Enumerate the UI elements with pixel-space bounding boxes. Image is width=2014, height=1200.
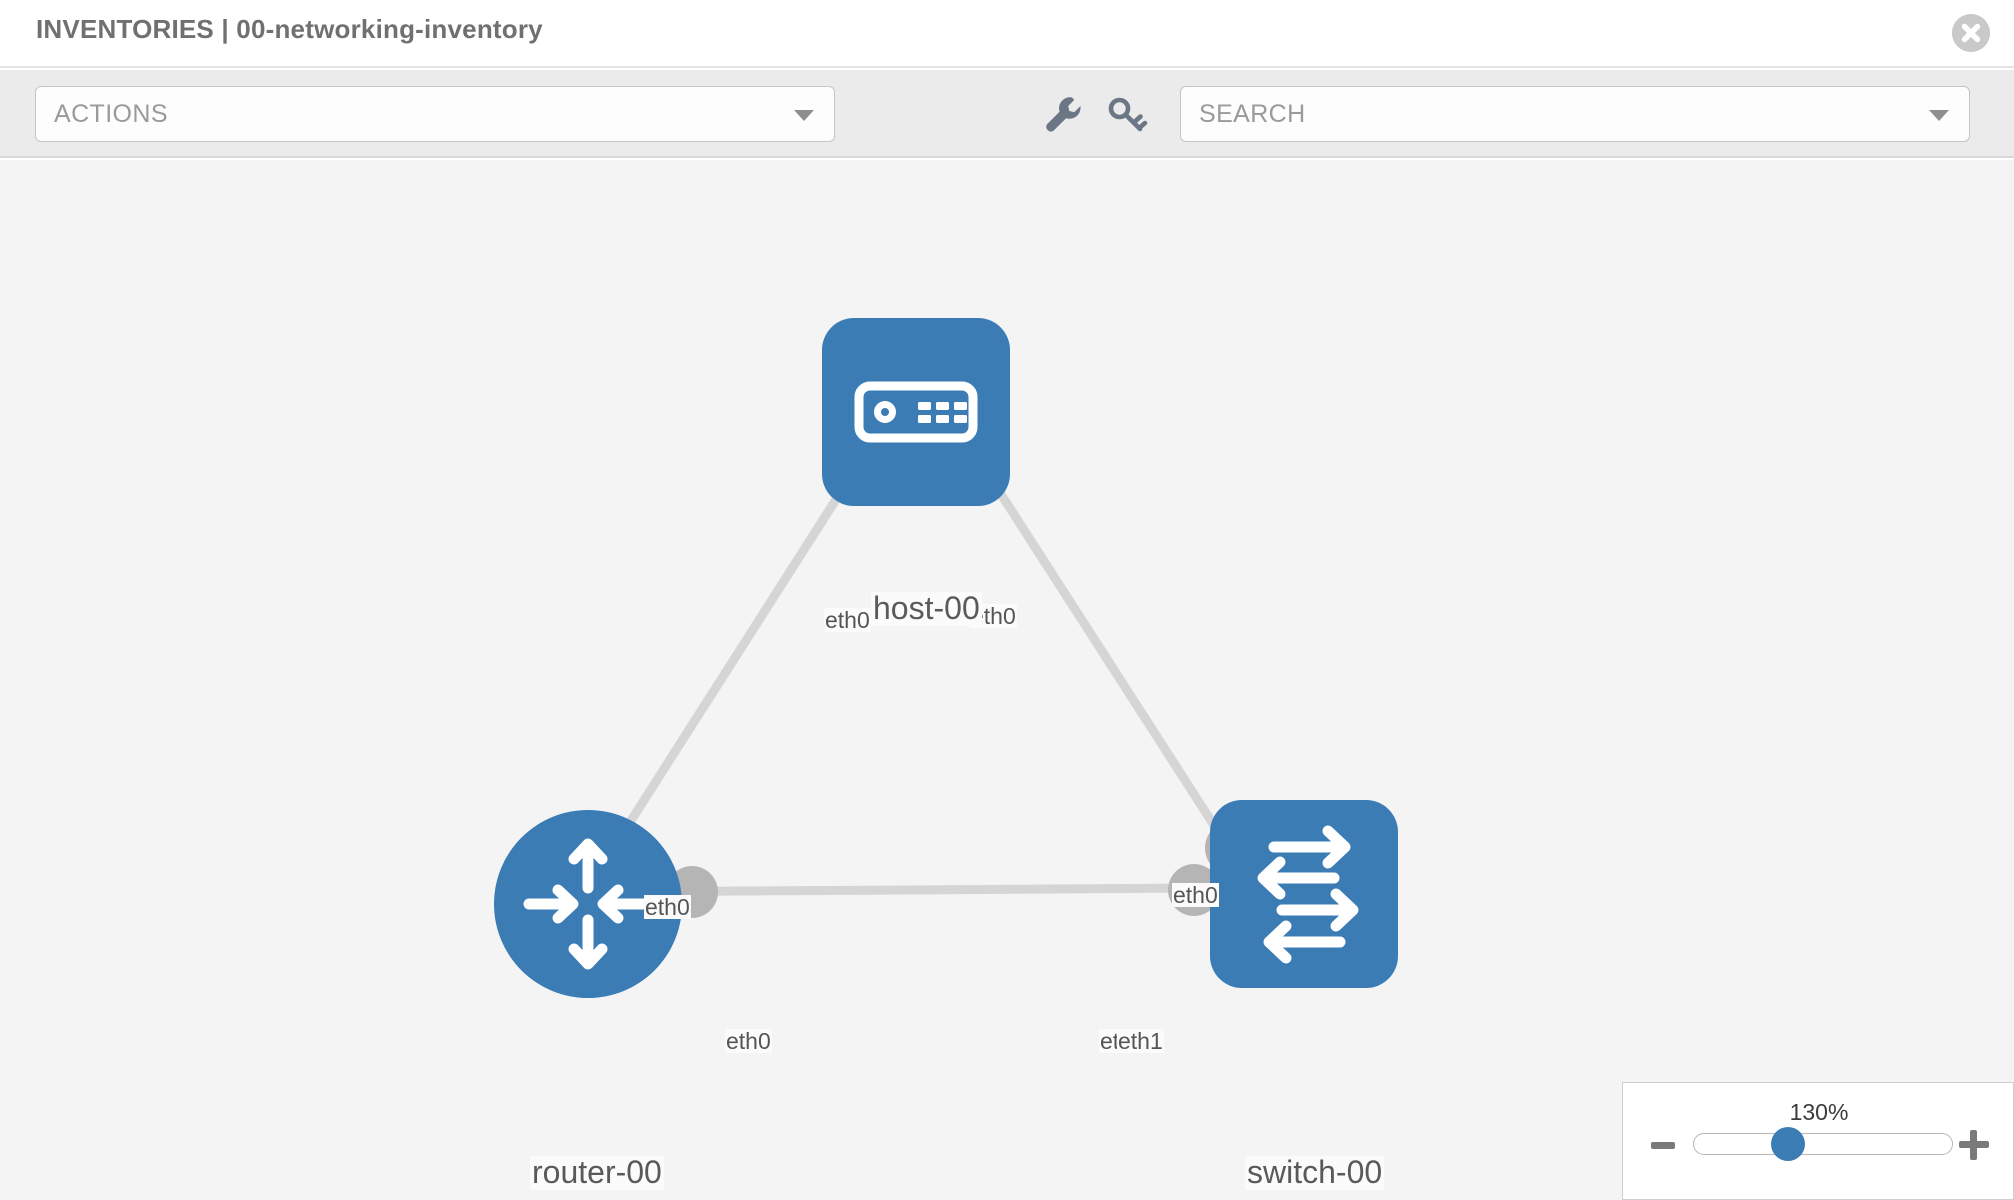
actions-dropdown-label: ACTIONS [54,100,168,128]
search-input[interactable]: SEARCH [1180,86,1970,142]
node-label-router-00: router-00 [530,1154,664,1190]
server-host-icon [854,381,978,443]
zoom-slider-thumb[interactable] [1771,1127,1805,1161]
page-header: INVENTORIES | 00-networking-inventory [0,0,2014,68]
node-label-host-00: host-00 [871,590,982,626]
node-host-00[interactable] [822,318,1010,506]
node-router-00[interactable] [494,810,682,998]
edge-label-host-left-eth0: eth0 [824,607,871,633]
zoom-control: 130% [1622,1082,2014,1200]
topology-canvas[interactable]: eth0 eth0 host-00 eth0 eth0 eth0 eth0 et… [0,160,2014,1200]
close-icon[interactable] [1952,14,1990,52]
page-title: INVENTORIES | 00-networking-inventory [36,14,543,44]
actions-dropdown[interactable]: ACTIONS [35,86,835,142]
toolbar: ACTIONS SEARCH [0,70,2014,158]
minus-icon[interactable] [1651,1142,1675,1149]
topology-graph [584,369,1259,918]
node-switch-00[interactable] [1210,800,1398,988]
key-icon[interactable] [1102,90,1150,138]
chevron-down-icon[interactable] [1929,110,1949,121]
edge-label-switch-up-eth0: eth0 [1172,882,1219,908]
edge-label-switch-left-eth1: eth1 [1117,1028,1164,1054]
wrench-icon[interactable] [1038,90,1086,138]
switch-arrows-icon [1257,825,1359,964]
edge-label-router-right-eth0: eth0 [725,1028,772,1054]
chevron-down-icon [794,110,814,121]
zoom-slider-track[interactable] [1693,1133,1953,1155]
edge-label-router-up-eth0: eth0 [644,894,691,920]
zoom-percent-label: 130% [1789,1099,1849,1125]
router-arrows-icon [523,838,653,970]
plus-icon[interactable] [1959,1130,1989,1160]
node-label-switch-00: switch-00 [1245,1154,1385,1190]
search-placeholder: SEARCH [1199,100,1306,128]
